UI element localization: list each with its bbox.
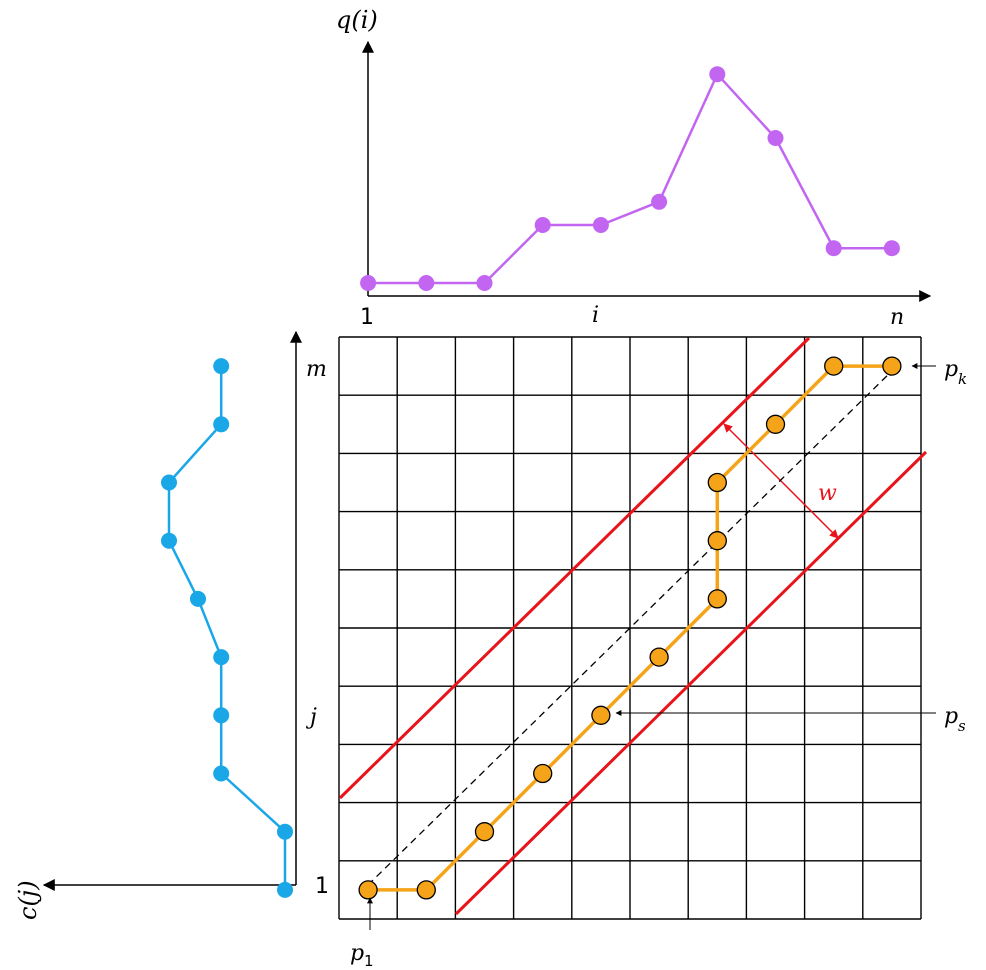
j-axis-label: j — [305, 705, 317, 730]
warping-path-line — [368, 364, 892, 892]
c-series-point — [277, 823, 293, 840]
warping-path-point — [882, 356, 902, 376]
q-series-point — [418, 275, 435, 291]
q-series — [360, 66, 900, 291]
warping-path-point — [474, 822, 495, 842]
p1-label: p 1 — [350, 941, 374, 970]
svg-text:1: 1 — [364, 952, 374, 970]
c-series-point — [190, 590, 206, 607]
warping-path-point — [707, 472, 727, 493]
n-label: n — [890, 305, 904, 330]
q-series-point — [592, 217, 609, 233]
c-series-point — [161, 474, 177, 491]
c-axis-label: c(j) — [14, 880, 42, 920]
q-series-point — [709, 66, 726, 83]
window-lower-bound — [454, 450, 928, 916]
diagonal-reference-line — [367, 364, 899, 886]
c-series-point — [213, 416, 230, 433]
svg-text:s: s — [958, 717, 966, 735]
pk-label: p k — [944, 357, 967, 388]
warping-path — [358, 356, 902, 900]
c-series-point — [277, 881, 293, 898]
c-series-point — [213, 358, 230, 375]
q-series-point — [767, 130, 784, 146]
ps-label: p s — [944, 704, 966, 735]
warping-path-point — [765, 414, 786, 434]
warping-path-point — [707, 531, 727, 551]
window-width-arrow — [723, 423, 839, 539]
q-series-point — [883, 240, 900, 257]
warping-path-point — [707, 589, 727, 609]
one-y-label: 1 — [315, 874, 329, 899]
one-x-label: 1 — [360, 305, 374, 330]
q-series-point — [360, 275, 377, 291]
window-label: w — [818, 481, 837, 506]
warping-path-point — [416, 880, 436, 900]
q-axis-label: q(i) — [336, 6, 378, 34]
m-label: m — [306, 357, 327, 382]
svg-text:k: k — [958, 370, 967, 388]
c-series-line — [167, 366, 287, 890]
q-series-line — [368, 71, 892, 285]
i-axis-label: i — [592, 303, 599, 328]
window-upper-bound — [338, 336, 811, 800]
svg-text:p: p — [944, 704, 958, 729]
warping-path-point — [649, 647, 669, 667]
c-series-point — [213, 765, 230, 782]
svg-text:p: p — [944, 357, 958, 382]
q-series-point — [825, 240, 842, 257]
c-series-point — [213, 649, 230, 666]
q-series-point — [534, 217, 551, 233]
c-series-point — [161, 532, 177, 549]
warping-path-point — [824, 356, 844, 376]
warping-path-point — [358, 880, 378, 900]
q-series-point — [476, 275, 493, 291]
warping-path-point — [591, 705, 611, 725]
c-series-point — [213, 707, 230, 724]
c-series — [161, 358, 293, 898]
svg-text:p: p — [350, 941, 364, 966]
q-series-point — [651, 193, 668, 210]
warping-path-point — [533, 763, 553, 784]
cost-matrix-grid — [338, 336, 922, 920]
